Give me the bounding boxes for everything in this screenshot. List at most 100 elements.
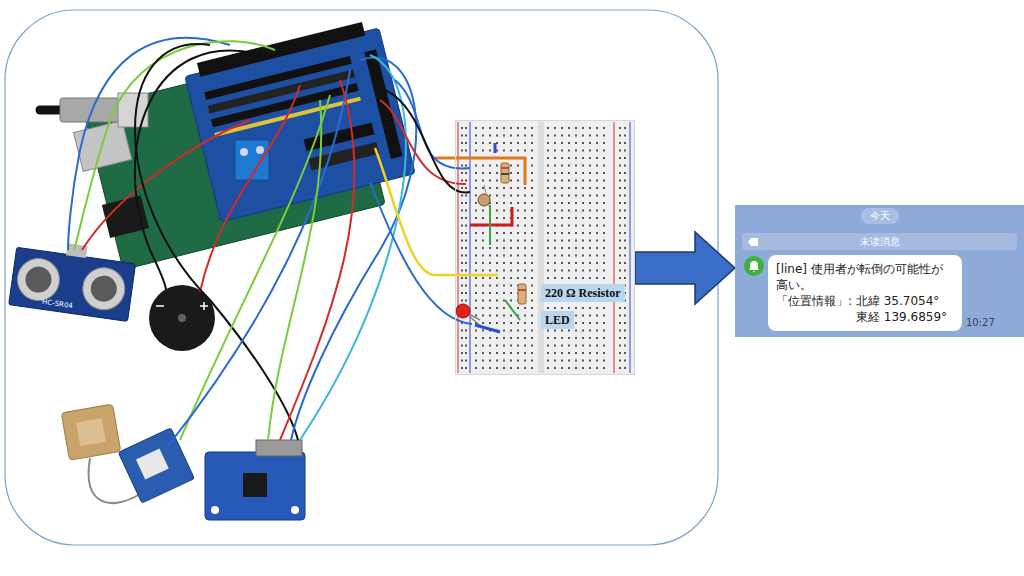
breadboard-hole <box>624 217 626 219</box>
breadboard-hole <box>619 307 621 309</box>
mount-hole <box>211 506 219 514</box>
breadboard-hole <box>568 180 570 182</box>
breadboard-hole <box>461 225 463 227</box>
breadboard-hole <box>619 247 621 249</box>
breadboard-hole <box>465 292 467 294</box>
breadboard-hole <box>575 232 577 234</box>
breadboard-hole <box>517 360 519 362</box>
breadboard-hole <box>496 195 498 197</box>
breadboard-hole <box>619 157 621 159</box>
breadboard-hole <box>575 187 577 189</box>
breadboard-hole <box>531 277 533 279</box>
breadboard-hole <box>589 322 591 324</box>
breadboard-hole <box>624 247 626 249</box>
breadboard-hole <box>465 255 467 257</box>
breadboard-hole <box>461 135 463 137</box>
bell-icon <box>743 255 765 277</box>
message-text: 「位置情報」: 北緯 35.7054° 東経 139.6859° <box>776 293 954 325</box>
usb-cable <box>40 106 62 115</box>
breadboard-hole <box>489 247 491 249</box>
jumper-wire <box>505 300 520 320</box>
breadboard-hole <box>465 135 467 137</box>
breadboard-hole <box>489 127 491 129</box>
breadboard-hole <box>547 142 549 144</box>
breadboard-hole <box>547 352 549 354</box>
breadboard-hole <box>510 330 512 332</box>
breadboard-hole <box>524 330 526 332</box>
breadboard-hole <box>482 345 484 347</box>
breadboard-hole <box>575 180 577 182</box>
breadboard-hole <box>489 195 491 197</box>
breadboard-hole <box>482 127 484 129</box>
breadboard-hole <box>465 165 467 167</box>
breadboard-hole <box>554 330 556 332</box>
breadboard-hole <box>603 345 605 347</box>
breadboard-hole <box>568 262 570 264</box>
breadboard-hole <box>547 157 549 159</box>
transducer-mesh <box>89 274 118 303</box>
breadboard-hole <box>461 262 463 264</box>
breadboard-hole <box>568 277 570 279</box>
breadboard-hole <box>465 172 467 174</box>
breadboard-hole <box>575 135 577 137</box>
breadboard-hole <box>619 337 621 339</box>
breadboard-hole <box>482 277 484 279</box>
breadboard-hole <box>619 142 621 144</box>
circuit-panel <box>5 10 718 545</box>
power-rail <box>614 122 615 373</box>
breadboard-hole <box>482 292 484 294</box>
gps-pcb <box>118 428 194 503</box>
breadboard-hole <box>482 262 484 264</box>
breadboard-hole <box>475 232 477 234</box>
breadboard-hole <box>475 360 477 362</box>
label-text: 今天 <box>870 209 890 223</box>
breadboard-hole <box>603 255 605 257</box>
ultrasonic-sensor <box>9 236 137 321</box>
breadboard-hole <box>624 240 626 242</box>
breadboard-hole <box>596 157 598 159</box>
breadboard-hole <box>575 240 577 242</box>
jumper-wire <box>475 325 500 332</box>
breadboard-hole <box>496 322 498 324</box>
breadboard-hole <box>531 352 533 354</box>
breadboard-hole <box>561 180 563 182</box>
breadboard-hole <box>624 330 626 332</box>
breadboard-hole <box>531 142 533 144</box>
breadboard-hole <box>547 135 549 137</box>
breadboard-hole <box>603 195 605 197</box>
breadboard-hole <box>619 315 621 317</box>
breadboard-hole <box>465 187 467 189</box>
breadboard-hole <box>589 195 591 197</box>
breadboard-hole <box>517 322 519 324</box>
breadboard-hole <box>603 315 605 317</box>
breadboard-hole <box>561 367 563 369</box>
wire <box>74 41 275 250</box>
breadboard-hole <box>531 322 533 324</box>
wire <box>370 182 472 324</box>
breadboard-hole <box>475 210 477 212</box>
breadboard-hole <box>517 165 519 167</box>
breadboard-hole <box>482 367 484 369</box>
breadboard-hole <box>575 270 577 272</box>
breadboard-hole <box>561 135 563 137</box>
breadboard-hole <box>531 337 533 339</box>
breadboard-hole <box>554 187 556 189</box>
breadboard-hole <box>547 195 549 197</box>
breadboard-hole <box>568 330 570 332</box>
breadboard-hole <box>589 142 591 144</box>
breadboard-hole <box>582 127 584 129</box>
breadboard-hole <box>554 277 556 279</box>
breadboard-hole <box>547 247 549 249</box>
breadboard-hole <box>524 315 526 317</box>
breadboard-hole <box>524 360 526 362</box>
breadboard-hole <box>561 142 563 144</box>
breadboard-hole <box>582 247 584 249</box>
breadboard-hole <box>531 360 533 362</box>
breadboard-hole <box>496 270 498 272</box>
breadboard-hole <box>489 135 491 137</box>
breadboard-hole <box>482 360 484 362</box>
breadboard-hole <box>589 157 591 159</box>
breadboard-hole <box>575 322 577 324</box>
breadboard-hole <box>624 262 626 264</box>
breadboard-hole <box>517 150 519 152</box>
